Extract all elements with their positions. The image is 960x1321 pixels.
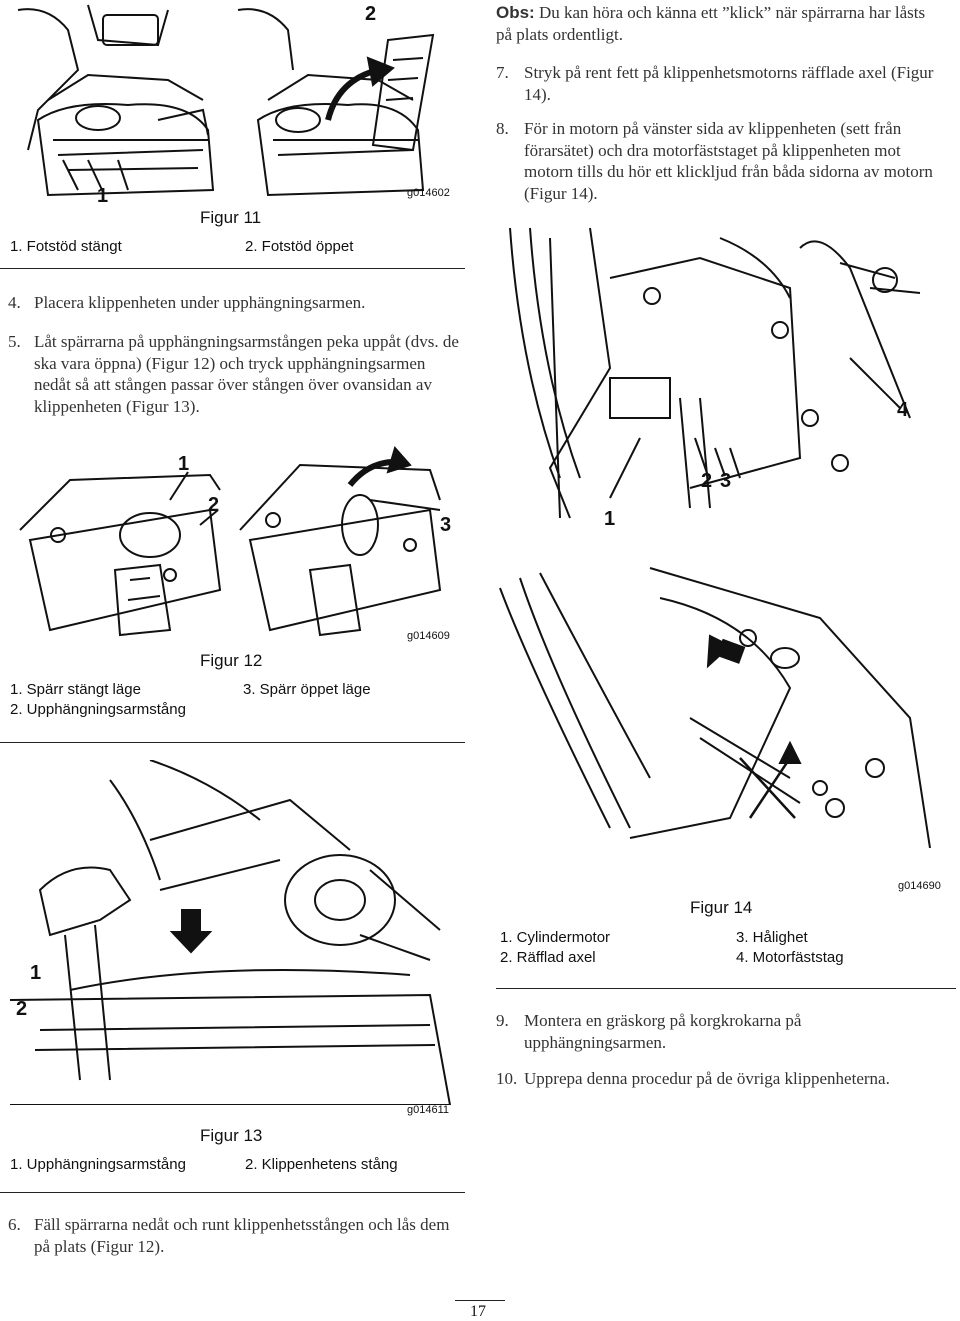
obs-label: Obs: bbox=[496, 3, 535, 22]
figure-12-callout-3: 3 bbox=[440, 514, 452, 536]
figure-14-code: g014690 bbox=[898, 880, 941, 892]
step-10-number: 10. bbox=[496, 1069, 518, 1088]
figure-11-title: Figur 11 bbox=[200, 208, 262, 227]
step-9-text: Montera en gräskorg på korgkrokarna på u… bbox=[524, 1011, 802, 1052]
figure-11-code: g014602 bbox=[407, 187, 450, 199]
figure-12-illustration bbox=[10, 440, 450, 650]
figure-12-title: Figur 12 bbox=[200, 651, 263, 670]
figure-13-legend-2: 2. Klippenhetens stång bbox=[245, 1156, 398, 1173]
figure-13-title: Figur 13 bbox=[200, 1126, 263, 1145]
figure-14-divider bbox=[496, 988, 956, 989]
step-7-number: 7. bbox=[496, 63, 509, 82]
step-10: 10. Upprepa denna procedur på de övriga … bbox=[496, 1068, 916, 1090]
step-8: 8. För in motorn på vänster sida av klip… bbox=[496, 118, 940, 204]
step-5: 5. Låt spärrarna på upphängningsarmstång… bbox=[8, 331, 460, 417]
figure-14-title: Figur 14 bbox=[690, 898, 753, 917]
step-5-number: 5. bbox=[8, 332, 21, 351]
figure-12-callout-2: 2 bbox=[208, 494, 220, 516]
figure-14-callout-4: 4 bbox=[897, 399, 909, 421]
step-4: 4. Placera klippenheten under upphängnin… bbox=[8, 292, 468, 314]
figure-12-legend-3: 3. Spärr öppet läge bbox=[243, 681, 371, 698]
figure-11-legend-1: 1. Fotstöd stängt bbox=[10, 238, 122, 255]
step-10-text: Upprepa denna procedur på de övriga klip… bbox=[524, 1069, 890, 1088]
step-4-number: 4. bbox=[8, 293, 21, 312]
step-5-text: Låt spärrarna på upphängningsarmstången … bbox=[34, 332, 459, 416]
page-number-rule bbox=[455, 1300, 505, 1301]
figure-14-callout-1: 1 bbox=[604, 508, 616, 530]
figure-14-callout-3: 3 bbox=[720, 470, 732, 492]
step-6-text: Fäll spärrarna nedåt och runt klippenhet… bbox=[34, 1215, 450, 1256]
page-number: 17 bbox=[470, 1303, 486, 1320]
step-9: 9. Montera en gräskorg på korgkrokarna p… bbox=[496, 1010, 916, 1053]
figure-14-legend-4: 4. Motorfäststag bbox=[736, 949, 844, 966]
figure-11-callout-1: 1 bbox=[97, 185, 109, 207]
figure-14-illustration bbox=[490, 218, 955, 848]
figure-12-divider bbox=[0, 742, 465, 743]
figure-12-code: g014609 bbox=[407, 630, 450, 642]
step-9-number: 9. bbox=[496, 1011, 509, 1030]
figure-11-illustration bbox=[8, 0, 438, 215]
step-7: 7. Stryk på rent fett på klippenhetsmoto… bbox=[496, 62, 936, 105]
figure-12-callout-1: 1 bbox=[178, 453, 190, 475]
figure-13-callout-2: 2 bbox=[16, 998, 28, 1020]
step-7-text: Stryk på rent fett på klippenhetsmotorns… bbox=[524, 63, 934, 104]
figure-11-legend-2: 2. Fotstöd öppet bbox=[245, 238, 354, 255]
step-4-text: Placera klippenheten under upphängningsa… bbox=[34, 293, 366, 312]
figure-14-callout-2: 2 bbox=[701, 470, 713, 492]
figure-11-callout-2: 2 bbox=[365, 3, 377, 25]
figure-13-code: g014611 bbox=[407, 1104, 450, 1116]
step-8-number: 8. bbox=[496, 119, 509, 138]
figure-13-illustration bbox=[10, 760, 460, 1105]
figure-14-legend-2: 2. Räfflad axel bbox=[500, 949, 596, 966]
step-8-text: För in motorn på vänster sida av klippen… bbox=[524, 119, 933, 203]
figure-14-legend-3: 3. Hålighet bbox=[736, 929, 808, 946]
step-6: 6. Fäll spärrarna nedåt och runt klippen… bbox=[8, 1214, 458, 1257]
step-6-number: 6. bbox=[8, 1215, 21, 1234]
obs-note: Obs: Du kan höra och känna ett ”klick” n… bbox=[496, 2, 936, 45]
figure-13-legend-1: 1. Upphängningsarmstång bbox=[10, 1156, 186, 1173]
figure-13-divider bbox=[0, 1192, 465, 1193]
figure-13-callout-1: 1 bbox=[30, 962, 42, 984]
figure-14-legend-1: 1. Cylindermotor bbox=[500, 929, 611, 946]
figure-12-legend-1: 1. Spärr stängt läge bbox=[10, 681, 141, 698]
figure-11-divider bbox=[0, 268, 465, 269]
figure-12-legend-2: 2. Upphängningsarmstång bbox=[10, 701, 186, 718]
obs-text: Du kan höra och känna ett ”klick” när sp… bbox=[496, 3, 926, 44]
